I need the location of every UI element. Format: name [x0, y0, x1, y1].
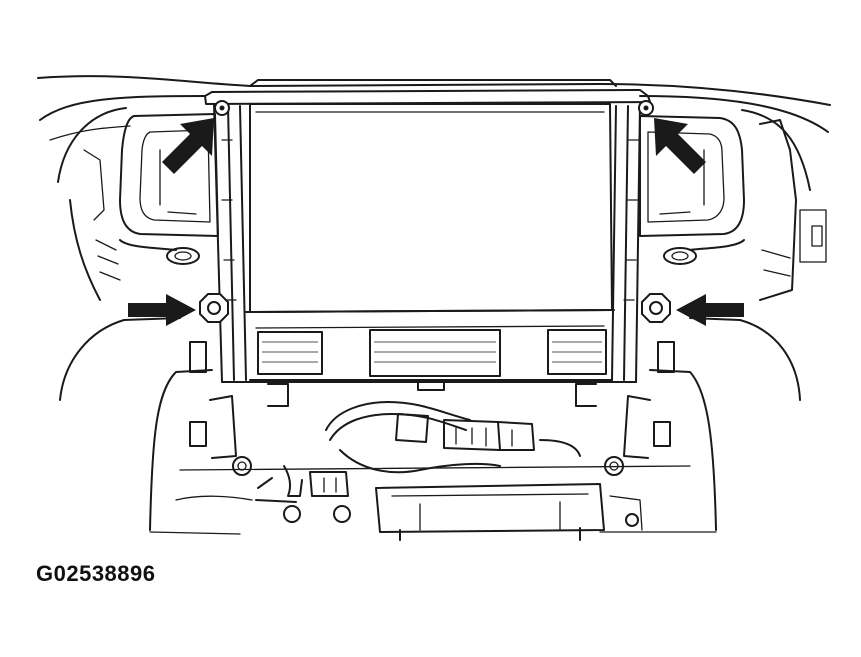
upper-left-screw: [214, 100, 230, 116]
wiring-harness: [255, 401, 581, 503]
lower-left-bolt: [199, 293, 229, 323]
arrow-lower-left: [128, 294, 196, 326]
arrow-upper-right: [654, 118, 706, 174]
lower-mounting-hardware: [232, 456, 643, 541]
button-hatching: [262, 341, 602, 363]
bottom-cut-edge: [149, 531, 717, 535]
dashboard-outline: [37, 75, 831, 191]
arrow-lower-right: [676, 294, 744, 326]
lower-right-bolt: [641, 293, 671, 323]
upper-right-screw: [638, 100, 654, 116]
arrow-upper-left: [162, 118, 214, 174]
lower-console: [59, 317, 801, 531]
right-dash-detail: [759, 119, 827, 301]
left-air-vent: [119, 113, 219, 265]
left-dash-detail: [69, 149, 121, 301]
figure-id-label: G02538896: [36, 561, 156, 586]
display-unit: [204, 79, 651, 391]
right-air-vent: [639, 115, 745, 265]
